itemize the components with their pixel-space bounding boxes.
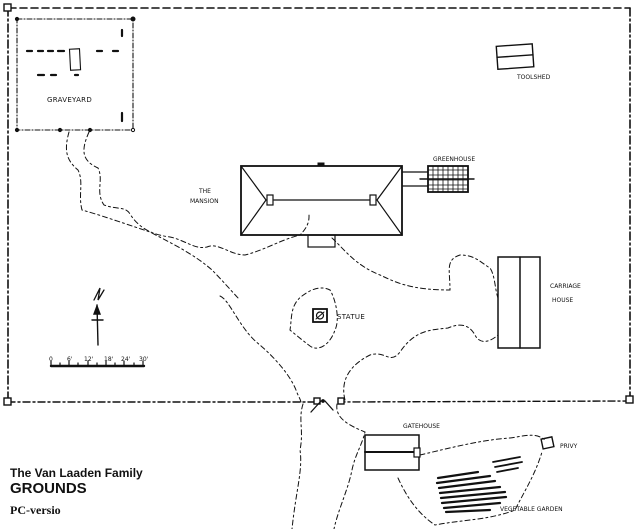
- map-title: GROUNDS: [10, 480, 87, 497]
- title-block: The Van Laaden Family GROUNDS PC-versio: [10, 466, 143, 520]
- greenhouse[interactable]: [419, 165, 475, 193]
- scale-tick-label: 18': [104, 356, 114, 363]
- corner-post: [3, 397, 12, 406]
- scale-tick-label: 6': [67, 356, 73, 363]
- label-toolshed: TOOLSHED: [516, 74, 551, 81]
- graveyard[interactable]: [14, 16, 136, 133]
- family-name: The Van Laaden Family: [10, 466, 143, 480]
- privy[interactable]: [540, 436, 555, 450]
- label-mansion-line1: THE: [198, 188, 211, 195]
- gate-post: [337, 397, 345, 405]
- toolshed[interactable]: [495, 43, 535, 71]
- scale-tick-label: 0: [49, 356, 53, 363]
- property-boundary: [3, 3, 634, 406]
- footpaths: [65, 131, 546, 529]
- label-graveyard: GRAVEYARD: [47, 96, 92, 104]
- porch: [307, 234, 336, 248]
- tomb: [68, 48, 82, 71]
- version-label: PC-versio: [10, 503, 61, 517]
- label-gatehouse: GATEHOUSE: [403, 423, 440, 430]
- grave-markers: [25, 28, 124, 123]
- corner-post: [3, 3, 12, 12]
- scale-tick-label: 30': [139, 356, 149, 363]
- label-carriage-line2: HOUSE: [552, 297, 573, 304]
- scale-tick-label: 12': [84, 356, 94, 363]
- north-arrow-icon: [91, 287, 105, 346]
- scale-bar: [49, 360, 146, 368]
- scale-tick-label: 24': [121, 356, 131, 363]
- corner-post: [625, 395, 634, 404]
- gate-post: [313, 397, 321, 405]
- mansion[interactable]: [240, 162, 429, 248]
- label-carriage-line1: CARRIAGE: [550, 283, 581, 290]
- label-greenhouse: GREENHOUSE: [433, 156, 475, 163]
- statue[interactable]: [312, 308, 328, 323]
- main-gate[interactable]: [310, 399, 334, 413]
- gatehouse[interactable]: [364, 434, 421, 471]
- label-mansion-line2: MANSION: [190, 198, 219, 205]
- label-vegetable-garden: VEGETABLE GARDEN: [500, 506, 563, 513]
- scale-bar-labels: 0 6' 12' 18' 24' 30': [49, 356, 149, 363]
- label-statue: STATUE: [337, 313, 365, 321]
- label-privy: PRIVY: [560, 443, 578, 450]
- carriage-house[interactable]: [497, 256, 541, 349]
- vegetable-garden[interactable]: [435, 456, 523, 514]
- map-labels: GRAVEYARD TOOLSHED GREENHOUSE THE MANSIO…: [47, 74, 581, 513]
- greenhouse-connector: [401, 171, 429, 187]
